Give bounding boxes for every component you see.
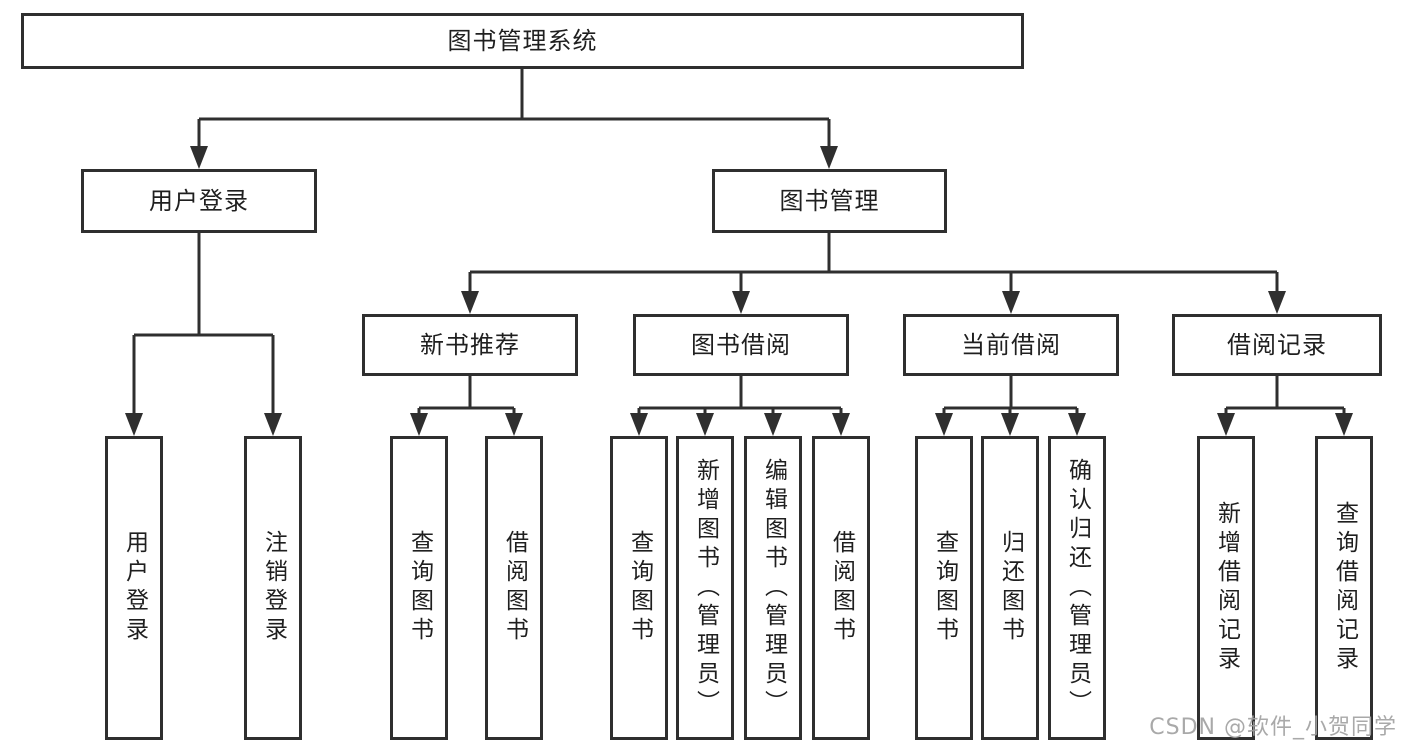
leaf-confirm-return-admin: 确认归还（管理员） <box>1048 436 1106 740</box>
node-new-book-recommend: 新书推荐 <box>362 314 578 376</box>
node-library-management-system: 图书管理系统 <box>21 13 1024 69</box>
node-current-borrowing: 当前借阅 <box>903 314 1119 376</box>
leaf-query-books-current: 查询图书 <box>915 436 973 740</box>
leaf-query-books-borrowing: 查询图书 <box>610 436 668 740</box>
leaf-add-borrow-record: 新增借阅记录 <box>1197 436 1255 740</box>
node-user-login-group: 用户登录 <box>81 169 317 233</box>
leaf-return-book: 归还图书 <box>981 436 1039 740</box>
node-book-borrowing: 图书借阅 <box>633 314 849 376</box>
node-borrowing-records: 借阅记录 <box>1172 314 1382 376</box>
leaf-add-book-admin: 新增图书（管理员） <box>676 436 734 740</box>
leaf-logout-login: 注销登录 <box>244 436 302 740</box>
leaf-edit-book-admin: 编辑图书（管理员） <box>744 436 802 740</box>
node-book-management-group: 图书管理 <box>712 169 947 233</box>
leaf-borrow-books-borrowing: 借阅图书 <box>812 436 870 740</box>
leaf-query-borrow-record: 查询借阅记录 <box>1315 436 1373 740</box>
leaf-user-login: 用户登录 <box>105 436 163 740</box>
leaf-query-books-recommend: 查询图书 <box>390 436 448 740</box>
leaf-borrow-books-recommend: 借阅图书 <box>485 436 543 740</box>
